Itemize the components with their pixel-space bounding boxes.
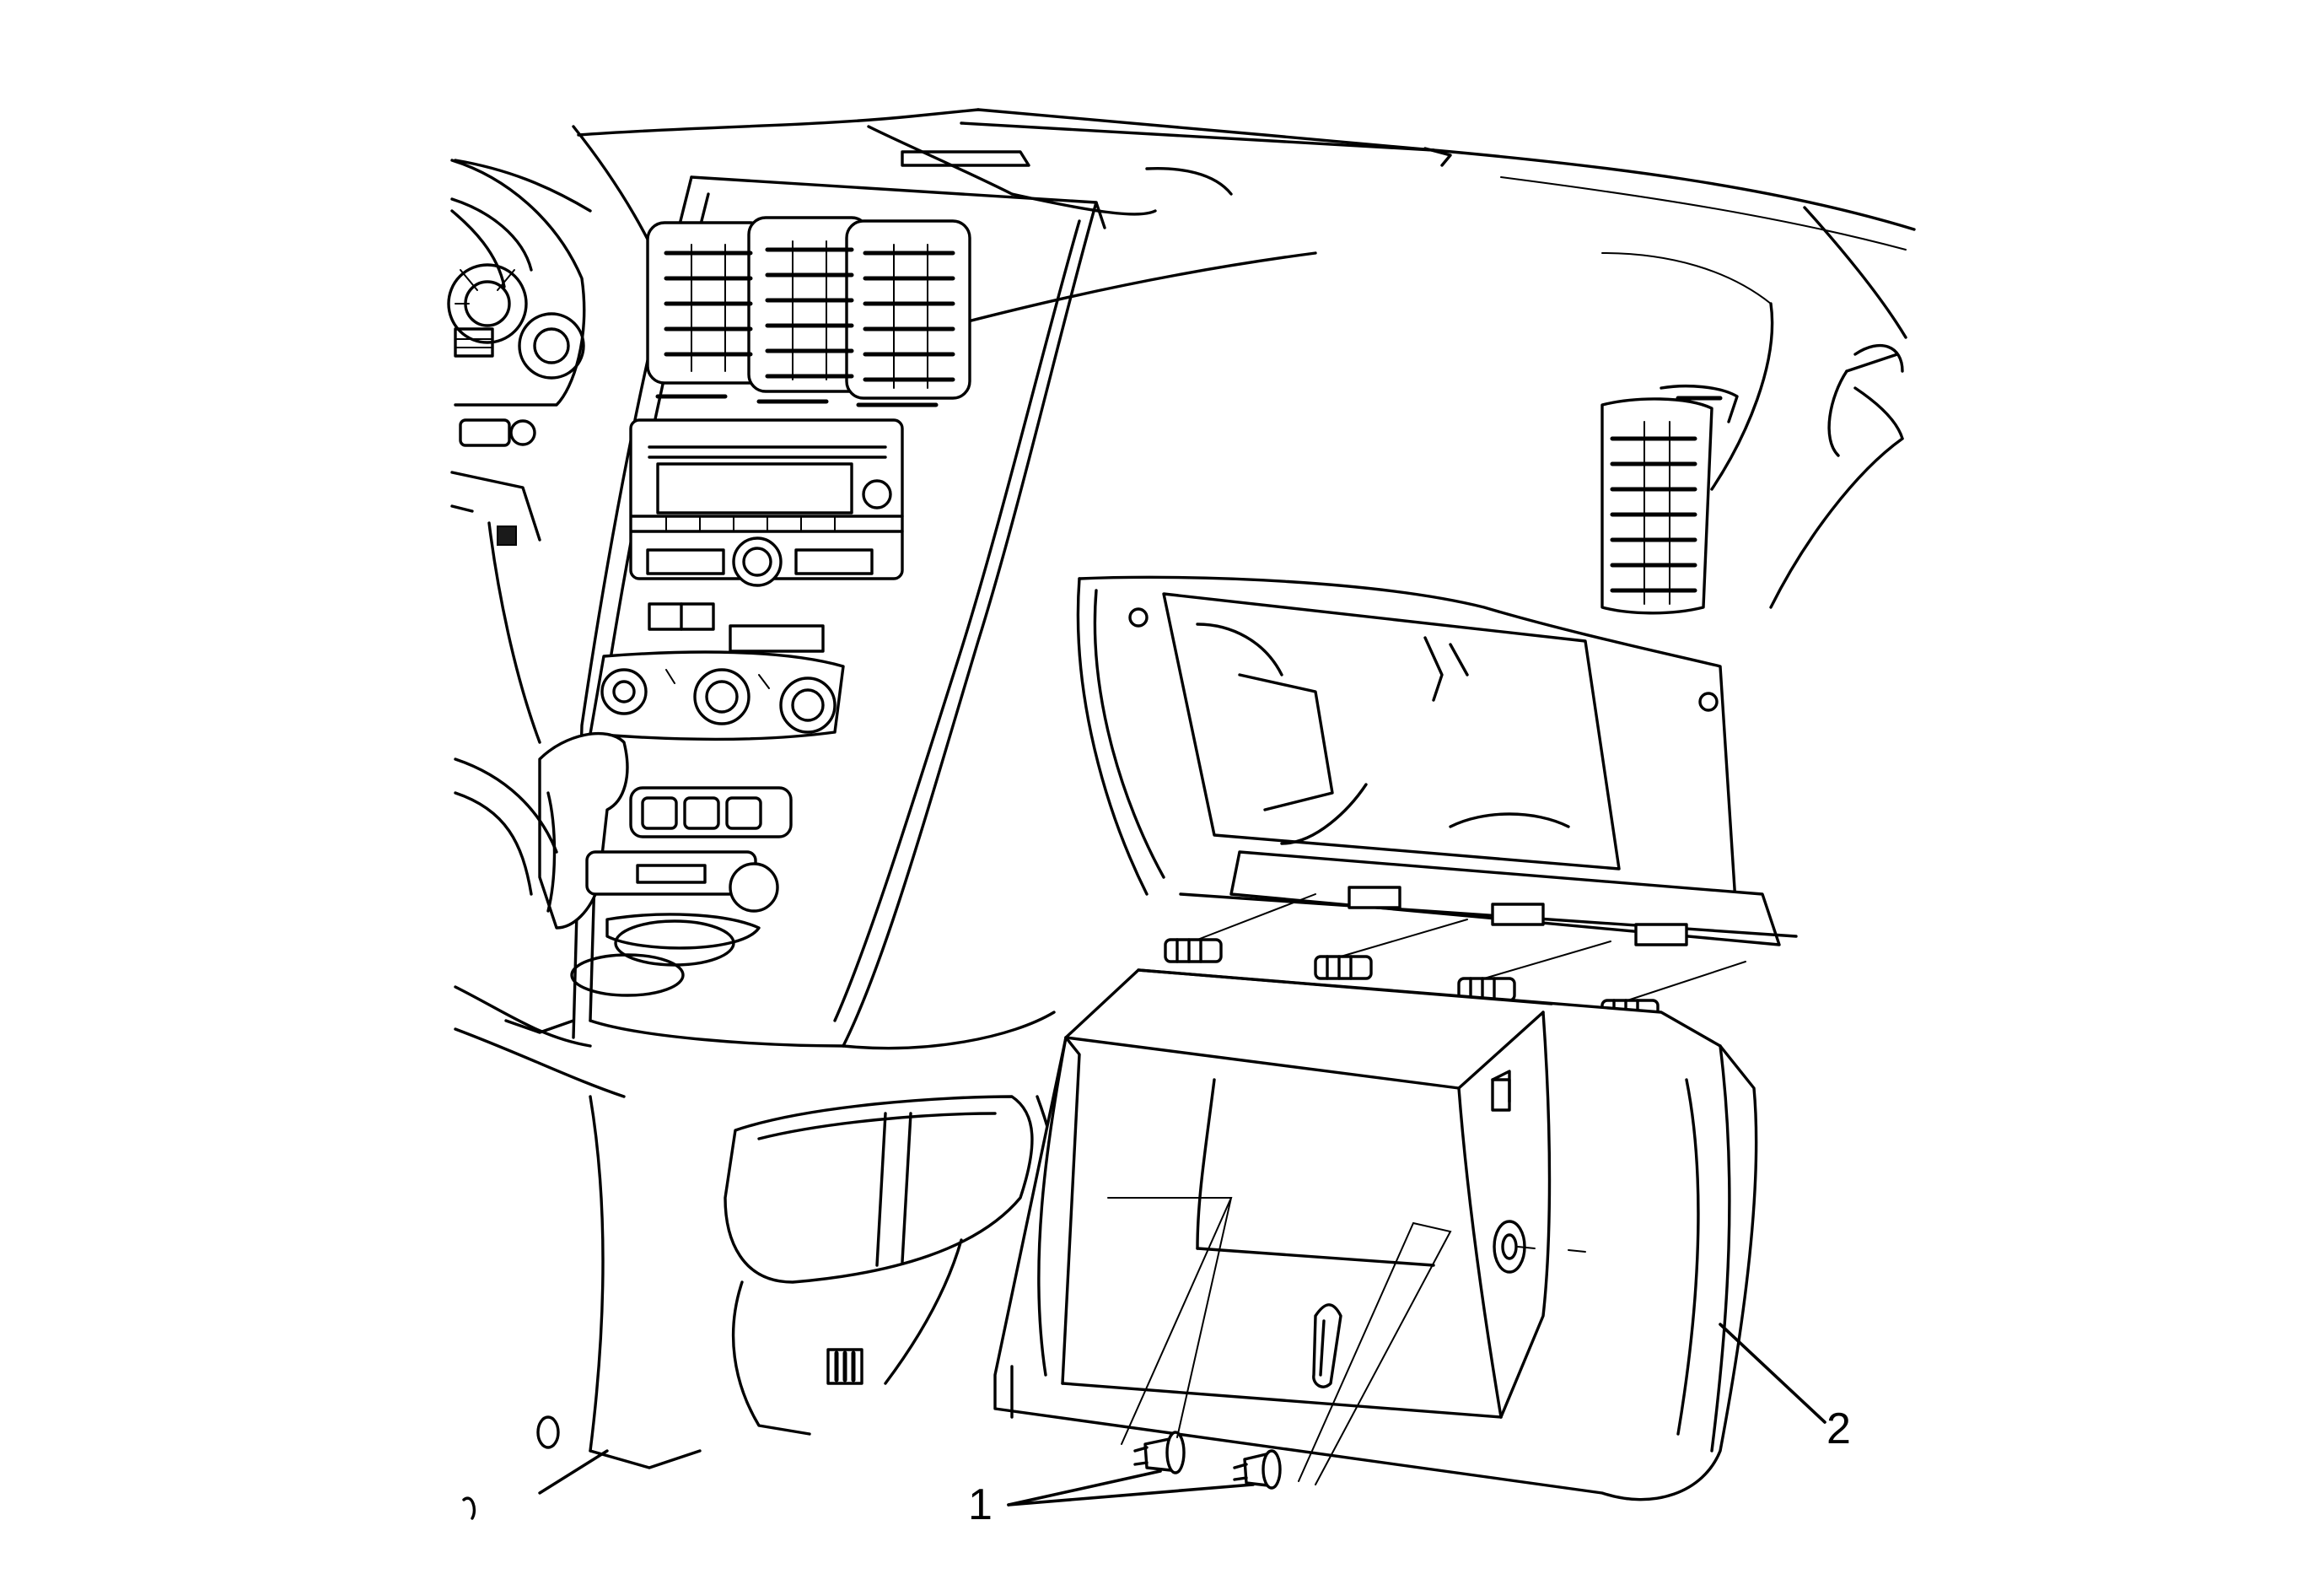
center-stack-bezel [572, 150, 1106, 1050]
vent-louvers [664, 240, 955, 389]
glove-box-fasteners [1133, 1431, 1282, 1490]
hinge-pin [1164, 938, 1223, 963]
fastener [1233, 1449, 1282, 1490]
radio-head-unit [629, 418, 904, 653]
hinge-pin [1314, 955, 1373, 980]
fastener [1133, 1431, 1186, 1474]
passenger-door-edge [1769, 344, 1904, 609]
callout-1-leader-lines [1007, 1469, 1255, 1507]
instrument-cluster [447, 159, 586, 744]
hinge-receivers [1348, 886, 1688, 946]
fastener-alignment-lines [1107, 1197, 1452, 1485]
callout-1-label: 1 [968, 1480, 993, 1529]
hinge-pins [1164, 886, 1688, 1024]
shifter-and-console [454, 731, 793, 1098]
lower-knee-bolster [462, 1095, 1065, 1520]
passenger-air-vent [1600, 384, 1739, 615]
hinge-alignment-lines [1197, 893, 1746, 1001]
callout-2-leader-line [1719, 1323, 1826, 1424]
glove-box-opening [1076, 575, 1798, 946]
callout-2-label: 2 [1826, 1404, 1851, 1453]
knee-panel-grille [826, 1348, 863, 1385]
center-air-vents [646, 216, 971, 407]
glove-box-door [993, 968, 1758, 1501]
climate-control-panel [589, 650, 845, 741]
